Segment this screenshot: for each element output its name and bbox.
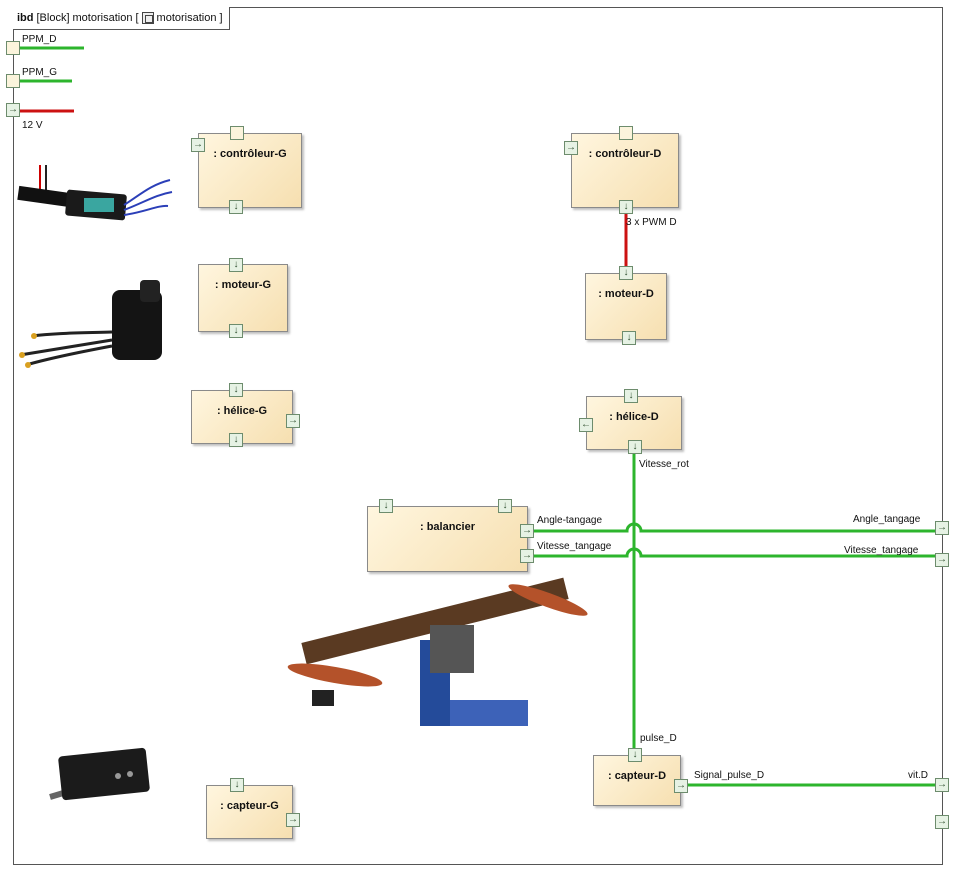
label-12v: 12 V	[22, 120, 43, 131]
label-vit-d: vit.D	[908, 770, 928, 781]
port-balancier-angle[interactable]: →	[520, 524, 534, 538]
label-ppm-d: PPM_D	[22, 34, 57, 45]
port-controleur-d-out[interactable]: ↓	[619, 200, 633, 214]
frame-ref-name: motorisation ]	[156, 12, 223, 24]
port-balancier-in-left[interactable]: ↓	[379, 499, 393, 513]
port-balancier-in-right[interactable]: ↓	[498, 499, 512, 513]
port-controleur-g-in[interactable]	[230, 126, 244, 140]
vitesse-tangage-connector	[534, 547, 935, 558]
block-moteur-d[interactable]: : moteur-D	[585, 273, 667, 340]
label-signal-pulse-d: Signal_pulse_D	[694, 770, 765, 781]
port-capteur-g-out[interactable]: →	[286, 813, 300, 827]
block-ref-icon	[141, 12, 154, 24]
port-moteur-d-in[interactable]: ↓	[619, 266, 633, 280]
block-capteur-d[interactable]: : capteur-D	[593, 755, 681, 806]
esc-picture	[17, 165, 173, 221]
port-moteur-g-in[interactable]: ↓	[229, 258, 243, 272]
block-title: : contrôleur-D	[588, 148, 662, 160]
block-title: : moteur-G	[214, 279, 272, 291]
port-capteur-d-out[interactable]: →	[674, 779, 688, 793]
block-balancier[interactable]: : balancier	[367, 506, 528, 572]
label-angle-tangage-port: Angle-tangage	[537, 515, 603, 526]
port-vit-d[interactable]: →	[935, 778, 949, 792]
label-pulse-d: pulse_D	[640, 733, 677, 744]
block-capteur-g[interactable]: : capteur-G	[206, 785, 293, 839]
block-title: : contrôleur-G	[213, 148, 287, 160]
port-controleur-g-power[interactable]: →	[191, 138, 205, 152]
port-helice-g-in[interactable]: ↓	[229, 383, 243, 397]
port-balancier-vitesse[interactable]: →	[520, 549, 534, 563]
label-angle-tangage: Angle_tangage	[853, 514, 921, 525]
block-moteur-g[interactable]: : moteur-G	[198, 264, 288, 332]
frame-header: ibd [Block] motorisation [ motorisation …	[13, 7, 230, 30]
block-title: : balancier	[419, 521, 476, 533]
frame-keyword: ibd	[17, 12, 34, 24]
label-pwm-d: 3 x PWM D	[626, 217, 677, 228]
port-capteur-g-in[interactable]: ↓	[230, 778, 244, 792]
port-controleur-g-out[interactable]: ↓	[229, 200, 243, 214]
angle-tangage-connector	[534, 522, 935, 533]
port-12v[interactable]: →	[6, 103, 20, 117]
port-extra[interactable]: →	[935, 815, 949, 829]
sensor-picture	[49, 747, 150, 801]
port-moteur-d-out[interactable]: ↓	[622, 331, 636, 345]
block-title: : capteur-G	[220, 800, 279, 812]
ibd-frame	[13, 7, 943, 865]
port-helice-g-out[interactable]: ↓	[229, 433, 243, 447]
port-ppm-g[interactable]	[6, 74, 20, 88]
port-moteur-g-out[interactable]: ↓	[229, 324, 243, 338]
block-title: : hélice-D	[609, 411, 659, 423]
label-vitesse-tangage-port: Vitesse_tangage	[537, 541, 612, 552]
frame-stereotype: [Block]	[36, 12, 70, 24]
balancier-picture	[287, 577, 588, 726]
port-controleur-d-in[interactable]	[619, 126, 633, 140]
label-vitesse-tangage: Vitesse_tangage	[844, 545, 919, 556]
port-ppm-d[interactable]	[6, 41, 20, 55]
block-title: : capteur-D	[607, 770, 667, 782]
motor-picture	[19, 280, 162, 368]
block-title: : moteur-D	[598, 288, 654, 300]
port-helice-g-right[interactable]: →	[286, 414, 300, 428]
port-helice-d-out[interactable]: ↓	[628, 440, 642, 454]
port-capteur-d-in[interactable]: ↓	[628, 748, 642, 762]
label-vitesse-rot: Vitesse_rot	[639, 459, 689, 470]
block-controleur-d[interactable]: : contrôleur-D	[571, 133, 679, 208]
block-title: : hélice-G	[216, 405, 268, 417]
frame-name: motorisation [	[72, 12, 139, 24]
port-vitesse-tangage[interactable]: →	[935, 553, 949, 567]
port-helice-d-left[interactable]: ←	[579, 418, 593, 432]
port-helice-d-in[interactable]: ↓	[624, 389, 638, 403]
label-ppm-g: PPM_G	[22, 67, 58, 78]
port-controleur-d-power[interactable]: →	[564, 141, 578, 155]
block-controleur-g[interactable]: : contrôleur-G	[198, 133, 302, 208]
port-angle-tangage[interactable]: →	[935, 521, 949, 535]
